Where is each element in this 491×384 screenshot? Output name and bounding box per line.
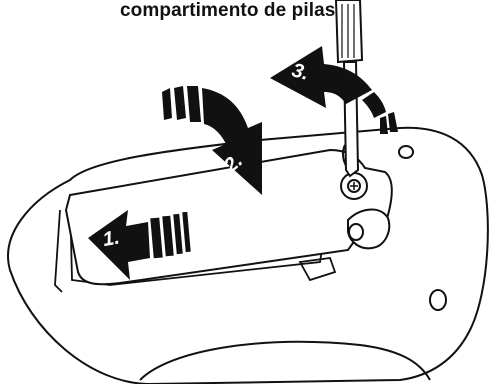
- illustration-caption: compartimento de pilas.: [120, 0, 341, 21]
- step-1-label: 1.: [101, 227, 121, 252]
- cover-clip: [347, 208, 391, 250]
- arrow-curved-up-icon: [270, 46, 398, 134]
- screw-icon: [340, 172, 368, 200]
- arrow-left-icon: [88, 210, 191, 280]
- arrow-curved-down-icon: [162, 86, 262, 195]
- step-3-label: 3.: [289, 59, 311, 85]
